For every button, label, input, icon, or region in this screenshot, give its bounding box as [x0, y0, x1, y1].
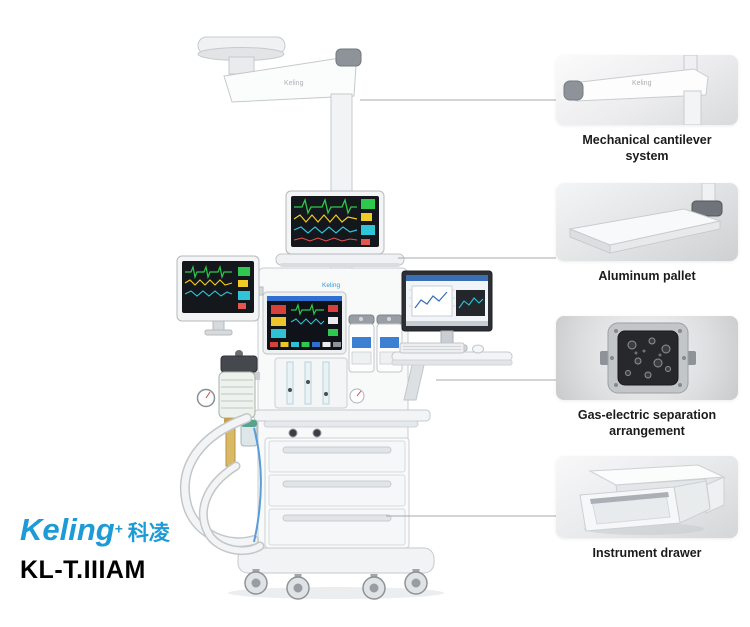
callout-cantilever: Keling Mechanical cantilever system: [556, 55, 738, 165]
bellows: [218, 371, 256, 419]
drawer-1-handle: [282, 446, 392, 454]
drawer-3-handle: [282, 514, 392, 522]
model-number: KL-T.IIIAM: [20, 556, 146, 584]
gas-ports: [288, 428, 322, 438]
mouse: [472, 344, 484, 354]
drawer-photo: [556, 456, 738, 538]
callout-label-gas-electric: Gas-electric separation arrangement: [577, 408, 717, 439]
monitor-screen: [291, 196, 379, 247]
anesthesia-display: [262, 291, 347, 355]
callout-drawer: Instrument drawer: [556, 456, 738, 561]
callout-label-drawer: Instrument drawer: [592, 546, 702, 560]
patient-monitor-side: [176, 255, 264, 336]
cantilever-illustration: Keling: [563, 55, 709, 125]
callout-label-cantilever: Mechanical cantilever system: [582, 133, 712, 164]
brand-logo-chinese: 科凌: [127, 522, 170, 545]
callout-connectors: [360, 99, 556, 517]
ceiling-mount: [197, 36, 286, 75]
caster-wheel: [404, 569, 428, 595]
drawer-3: [268, 508, 406, 546]
arm-end-cap: [335, 48, 362, 67]
caster-wheel: [244, 569, 268, 595]
pressure-gauge-panel: [349, 388, 365, 404]
machine-brand-label: Keling: [322, 282, 340, 289]
drawer-illustration: [579, 464, 726, 535]
keyboard-tray: [391, 342, 513, 401]
callout-gas-electric: Gas-electric separation arrangement: [556, 316, 738, 440]
brand-logo-plus: +: [114, 520, 123, 537]
gas-electric-photo: [556, 316, 738, 400]
drawer-1: [268, 440, 406, 473]
flowmeters: [274, 357, 348, 409]
work-surface: [253, 409, 431, 428]
arm-brand-label: Keling: [284, 80, 304, 87]
cantilever-photo: Keling: [556, 55, 738, 125]
brand-logo-text: Keling: [20, 512, 115, 547]
computer-monitor: [401, 270, 493, 352]
instrument-drawers: [264, 437, 410, 549]
brand-logo: Keling+科凌: [20, 512, 170, 548]
brand-block: Keling+科凌 KL-T.IIIAM: [20, 512, 170, 585]
monitor-screen: [182, 261, 254, 313]
breathing-system: [180, 350, 265, 556]
keyboard: [399, 342, 465, 354]
callout-pallet: Aluminum pallet: [556, 183, 738, 284]
caster-wheel: [362, 574, 386, 600]
pallet-illustration: [568, 183, 723, 254]
gas-electric-illustration: [600, 322, 696, 394]
drawer-2: [268, 474, 406, 507]
pallet-photo: [556, 183, 738, 261]
drawer-2-handle: [282, 480, 392, 488]
base-casters: [228, 547, 444, 600]
callout-label-pallet: Aluminum pallet: [598, 269, 696, 283]
caster-wheel: [286, 574, 310, 600]
aluminum-pallet-shelf: [275, 253, 405, 267]
patient-monitor-main: [285, 190, 385, 255]
cantilever-brand-label: Keling: [632, 80, 652, 87]
